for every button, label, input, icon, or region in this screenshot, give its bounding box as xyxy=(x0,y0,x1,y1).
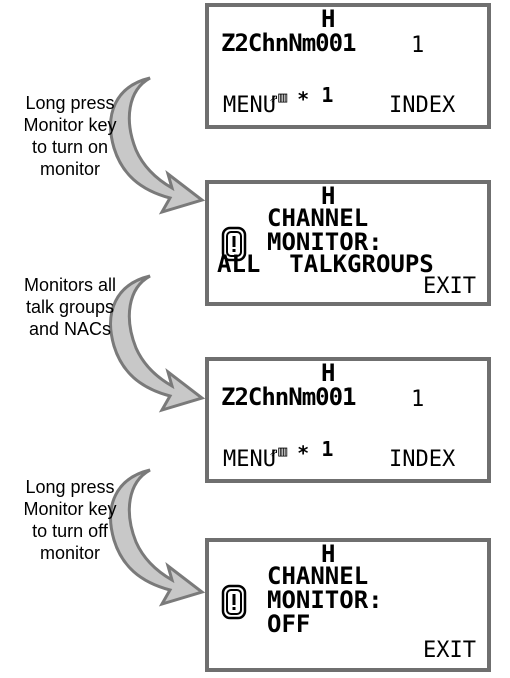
status-row: ⇗▥ ∗ 1 xyxy=(221,59,333,131)
caption-turn-off: Long press Monitor key to turn off monit… xyxy=(0,476,140,564)
exit-softkey[interactable]: EXIT xyxy=(423,638,476,663)
exit-softkey[interactable]: EXIT xyxy=(423,274,476,299)
top-indicator: H xyxy=(321,182,336,210)
status-text: ∗ 1 xyxy=(297,437,334,461)
caption-monitors-all: Monitors all talk groups and NACs xyxy=(0,274,140,340)
monitor-line-channel: CHANNEL xyxy=(267,204,369,232)
index-softkey[interactable]: INDEX xyxy=(389,447,456,472)
caption-line: Long press xyxy=(25,93,115,113)
monitor-line-status: ALL TALKGROUPS xyxy=(217,250,434,278)
signal-strength-icon: ⇗▥ xyxy=(269,88,288,106)
caption-line: and NACs xyxy=(28,319,112,339)
caption-line: monitor xyxy=(39,159,101,179)
caption-line: Monitors all xyxy=(23,275,117,295)
channel-name: Z2ChnNm001 xyxy=(221,29,356,57)
top-indicator: H xyxy=(321,5,336,33)
monitor-line-channel: CHANNEL xyxy=(267,562,369,590)
monitor-line-monitor: MONITOR: xyxy=(267,228,383,256)
menu-softkey[interactable]: MENU xyxy=(223,93,276,118)
caption-line: talk groups xyxy=(25,297,115,317)
channel-number: 1 xyxy=(411,387,425,412)
caption-line: Long press xyxy=(25,477,115,497)
caption-line: Monitor key xyxy=(23,499,117,519)
monitor-alert-icon xyxy=(221,584,247,620)
monitor-line-monitor: MONITOR: xyxy=(267,586,383,614)
radio-display-home: H Z2ChnNm001 1 ⇗▥ ∗ 1 MENU INDEX xyxy=(205,3,491,129)
monitor-alert-icon xyxy=(221,226,247,262)
monitor-line-status: OFF xyxy=(267,610,311,638)
status-text: ∗ 1 xyxy=(297,83,334,107)
channel-number: 1 xyxy=(411,33,425,58)
caption-line: monitor xyxy=(39,543,101,563)
caption-line: to turn on xyxy=(31,137,109,157)
caption-line: to turn off xyxy=(32,521,108,541)
radio-display-home: H Z2ChnNm001 1 ⇗▥ ∗ 1 MENU INDEX xyxy=(205,357,491,483)
radio-display-monitor: H CHANNEL MONITOR: OFF EXIT xyxy=(205,538,491,672)
menu-softkey[interactable]: MENU xyxy=(223,447,276,472)
caption-line: Monitor key xyxy=(23,115,117,135)
radio-display-monitor: H CHANNEL MONITOR: ALL TALKGROUPS EXIT xyxy=(205,180,491,306)
index-softkey[interactable]: INDEX xyxy=(389,93,456,118)
caption-turn-on: Long press Monitor key to turn on monito… xyxy=(0,92,140,180)
channel-name: Z2ChnNm001 xyxy=(221,383,356,411)
status-row: ⇗▥ ∗ 1 xyxy=(221,413,333,485)
top-indicator: H xyxy=(321,540,336,568)
signal-strength-icon: ⇗▥ xyxy=(269,442,288,460)
top-indicator: H xyxy=(321,359,336,387)
